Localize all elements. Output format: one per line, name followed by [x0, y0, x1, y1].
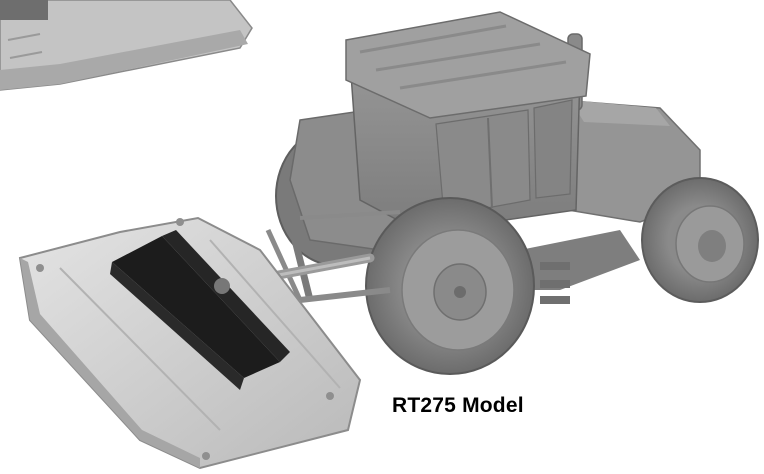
model-caption: RT275 Model — [392, 394, 524, 417]
mower-gearbox — [110, 230, 290, 390]
rear-right-tire — [365, 197, 535, 375]
three-point-hitch — [265, 210, 401, 303]
front-tire — [641, 177, 759, 303]
partial-mower-deck-corner — [0, 0, 253, 91]
cab-step-ladder — [540, 262, 570, 304]
tractor-cab — [345, 11, 591, 233]
